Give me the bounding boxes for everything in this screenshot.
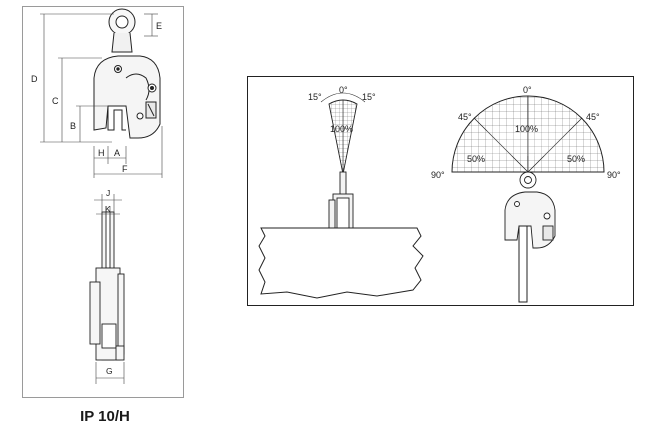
dim-label-d: D [31,74,38,84]
dim-label-b: B [70,121,76,131]
dim-label-k: K [105,204,111,214]
dim-label-g: G [106,366,113,376]
lifting-angle-panel [247,76,634,306]
dimension-lines-front [94,194,125,384]
dim-label-e: E [156,21,162,31]
angle-label-0: 0° [339,85,348,95]
dim-label-c: C [52,96,59,106]
steel-plate-horizontal [258,227,424,299]
angle-label-90-left: 90° [431,170,445,180]
angle-label-45-right: 45° [586,112,600,122]
dim-label-a: A [114,148,120,158]
capacity-label-center: 100% [515,124,538,134]
lifting-angle-diagrams: 15° 0° 15° 100% 0° 45° 45° 90° 90° 100% … [258,85,621,303]
capacity-label-100: 100% [330,124,353,134]
dimension-labels-side: D E C B H A F [31,21,162,174]
dimension-drawing-panel [22,6,184,398]
dimension-drawing: D E C B H A F J K G [31,8,163,384]
capacity-label-50-left: 50% [467,154,485,164]
dimension-lines-side [40,13,163,178]
wide-clamp [504,171,556,249]
dim-label-f: F [122,164,128,174]
clamp-side-view [93,8,161,139]
angle-label-top-0: 0° [523,85,532,95]
clamp-front-view [89,211,125,361]
angle-label-90-right: 90° [607,170,621,180]
angle-label-15-left: 15° [308,92,322,102]
dim-label-j: J [106,188,110,198]
steel-plate-vertical [518,225,528,303]
model-label: IP 10/H [80,408,130,425]
angle-label-15-right: 15° [362,92,376,102]
narrow-angle-labels: 15° 0° 15° 100% [308,85,376,134]
wide-angle-sector [451,95,605,173]
capacity-label-50-right: 50% [567,154,585,164]
narrow-angle-sector [320,92,366,175]
dimension-labels-front: J K G [105,188,113,376]
angle-label-45-left: 45° [458,112,472,122]
wide-angle-labels: 0° 45° 45° 90° 90° 100% 50% 50% [431,85,621,180]
dim-label-h: H [98,148,105,158]
